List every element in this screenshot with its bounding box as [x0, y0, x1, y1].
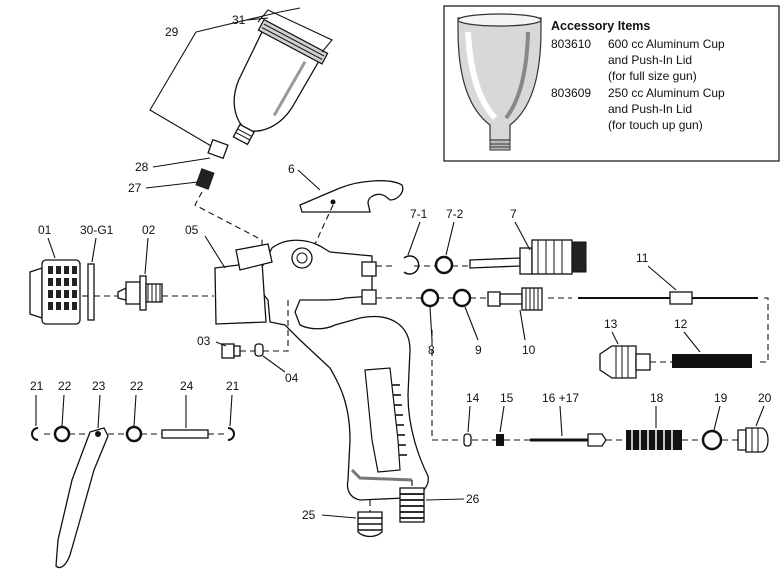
trigger-23: [55, 427, 109, 569]
callout-23: 23: [92, 379, 106, 393]
fluid-needle-11: [578, 291, 758, 305]
washer-22-right: [125, 425, 143, 443]
o-ring-14: [463, 433, 472, 447]
o-ring-8: [420, 288, 440, 308]
valve-cap-20: [737, 427, 769, 453]
gun-body: [214, 239, 429, 501]
o-ring-19: [701, 429, 723, 451]
packing-nut-10: [487, 287, 543, 311]
air-inlet-26: [399, 487, 425, 523]
accessory-description-line: (for full size gun): [608, 69, 697, 83]
pattern-adjust-7: [469, 239, 587, 275]
o-ring-04: [254, 343, 264, 357]
callout-6: 6: [288, 162, 295, 176]
needle-spring-12: [672, 354, 752, 368]
callout-30-G1: 30-G1: [80, 223, 114, 237]
callout-01: 01: [38, 223, 52, 237]
accessory-description-line: 600 cc Aluminum Cup: [608, 37, 725, 51]
accessory-description-line: (for touch up gun): [608, 118, 703, 132]
plug-25: [357, 511, 383, 538]
fluid-nozzle-02: [117, 275, 163, 311]
callout-12: 12: [674, 317, 688, 331]
clip-21-right: [227, 427, 235, 441]
callout-22-right: 22: [130, 379, 144, 393]
o-ring-7-2: [434, 255, 454, 275]
air-valve-03: [221, 343, 241, 359]
callout-7: 7: [510, 207, 517, 221]
cup-filter: [195, 168, 215, 190]
callout-21-right: 21: [226, 379, 240, 393]
callout-28: 28: [135, 160, 149, 174]
callout-27: 27: [128, 181, 142, 195]
callout-16-17: 16 +17: [542, 391, 579, 405]
callout-21-left: 21: [30, 379, 44, 393]
retaining-ring-30-G1: [87, 263, 95, 321]
accessory-part-number: 803609: [551, 86, 591, 100]
callout-04: 04: [285, 371, 299, 385]
callout-20: 20: [758, 391, 772, 405]
callout-15: 15: [500, 391, 514, 405]
callout-19: 19: [714, 391, 728, 405]
accessory-title: Accessory Items: [551, 19, 650, 33]
callout-29: 29: [165, 25, 179, 39]
callout-13: 13: [604, 317, 618, 331]
callout-24: 24: [180, 379, 194, 393]
callout-02: 02: [142, 223, 156, 237]
callout-25: 25: [302, 508, 316, 522]
callout-26: 26: [466, 492, 480, 506]
callout-22-left: 22: [58, 379, 72, 393]
accessory-items-box: Accessory Items 803610 600 cc Aluminum C…: [443, 5, 780, 162]
washer-22-left: [53, 425, 71, 443]
callout-7-1: 7-1: [410, 207, 428, 221]
cup-adapter: [207, 138, 229, 160]
callout-9: 9: [475, 343, 482, 357]
adjusting-knob-13: [599, 345, 651, 379]
accessory-description-line: 250 cc Aluminum Cup: [608, 86, 725, 100]
gun-hook-6: [299, 180, 404, 213]
callout-03: 03: [197, 334, 211, 348]
accessory-part-number: 803610: [551, 37, 591, 51]
air-valve-spring-18: [626, 430, 682, 450]
callout-11: 11: [636, 251, 649, 265]
seal-15: [496, 434, 504, 446]
air-valve-stem-16-17: [530, 433, 607, 447]
o-ring-9: [452, 288, 472, 308]
callout-05: 05: [185, 223, 199, 237]
accessory-cup-image: [457, 13, 542, 151]
callout-10: 10: [522, 343, 536, 357]
callout-7-2: 7-2: [446, 207, 464, 221]
accessory-description-line: and Push-In Lid: [608, 53, 692, 67]
clip-21-left: [31, 427, 39, 441]
air-cap-01: [29, 259, 81, 325]
snap-ring-7-1: [403, 255, 420, 275]
paint-cup-assembly: [149, 7, 333, 151]
callout-31: 31: [232, 13, 246, 27]
trigger-pin-24: [161, 429, 209, 439]
callout-14: 14: [466, 391, 480, 405]
callout-18: 18: [650, 391, 664, 405]
accessory-description-line: and Push-In Lid: [608, 102, 692, 116]
